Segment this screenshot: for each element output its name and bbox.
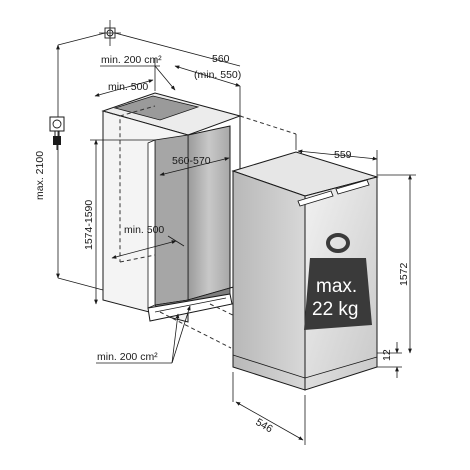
niche-cabinet xyxy=(101,92,297,349)
dim-niche-width: 560-570 xyxy=(159,155,230,176)
dim-max-height-label: max. 2100 xyxy=(34,151,46,200)
dim-plinth-gap-label: 12 xyxy=(381,349,393,361)
dim-appliance-height-label: 1572 xyxy=(398,262,410,286)
dim-appliance-width: 559 xyxy=(295,134,378,177)
power-plug-icon xyxy=(53,131,61,150)
weight-icon: max. 22 kg xyxy=(304,233,372,330)
top-bracket-right xyxy=(335,179,370,195)
weight-label-line1: max. xyxy=(316,276,357,297)
dim-niche-width-label: 560-570 xyxy=(172,155,211,167)
dim-inner-depth: min. 500 xyxy=(111,224,185,259)
dim-niche-height-label: 1574-1590 xyxy=(83,200,95,250)
top-vent-slot xyxy=(113,95,200,121)
dim-appliance-height: 1572 xyxy=(377,174,416,354)
dim-opening-area-top-label: min. 200 cm² xyxy=(101,54,162,66)
dim-niche-height: 1574-1590 xyxy=(83,139,155,305)
dim-opening-area-bottom: min. 200 cm² xyxy=(96,305,191,364)
crosshair-icon xyxy=(99,20,121,46)
dim-max-height: max. 2100 xyxy=(34,32,106,291)
dim-inner-depth-label: min. 500 xyxy=(124,224,164,236)
dim-top-depth: min. 500 xyxy=(94,79,154,97)
dim-niche-depth: 560 (min. 550) xyxy=(174,53,241,116)
top-bracket-left xyxy=(297,190,334,207)
dim-plinth-gap: 12 xyxy=(377,342,402,378)
weight-label-line2: 22 kg xyxy=(312,299,358,320)
dim-appliance-depth-label: 546 xyxy=(254,416,275,435)
dim-opening-area-top: min. 200 cm² xyxy=(100,54,176,91)
dim-opening-area-bottom-label: min. 200 cm² xyxy=(97,351,158,363)
appliance-left-side xyxy=(232,170,306,391)
power-socket-icon xyxy=(49,116,65,132)
dim-niche-depth-label: 560 xyxy=(212,53,230,65)
niche-inner-back xyxy=(187,125,231,301)
